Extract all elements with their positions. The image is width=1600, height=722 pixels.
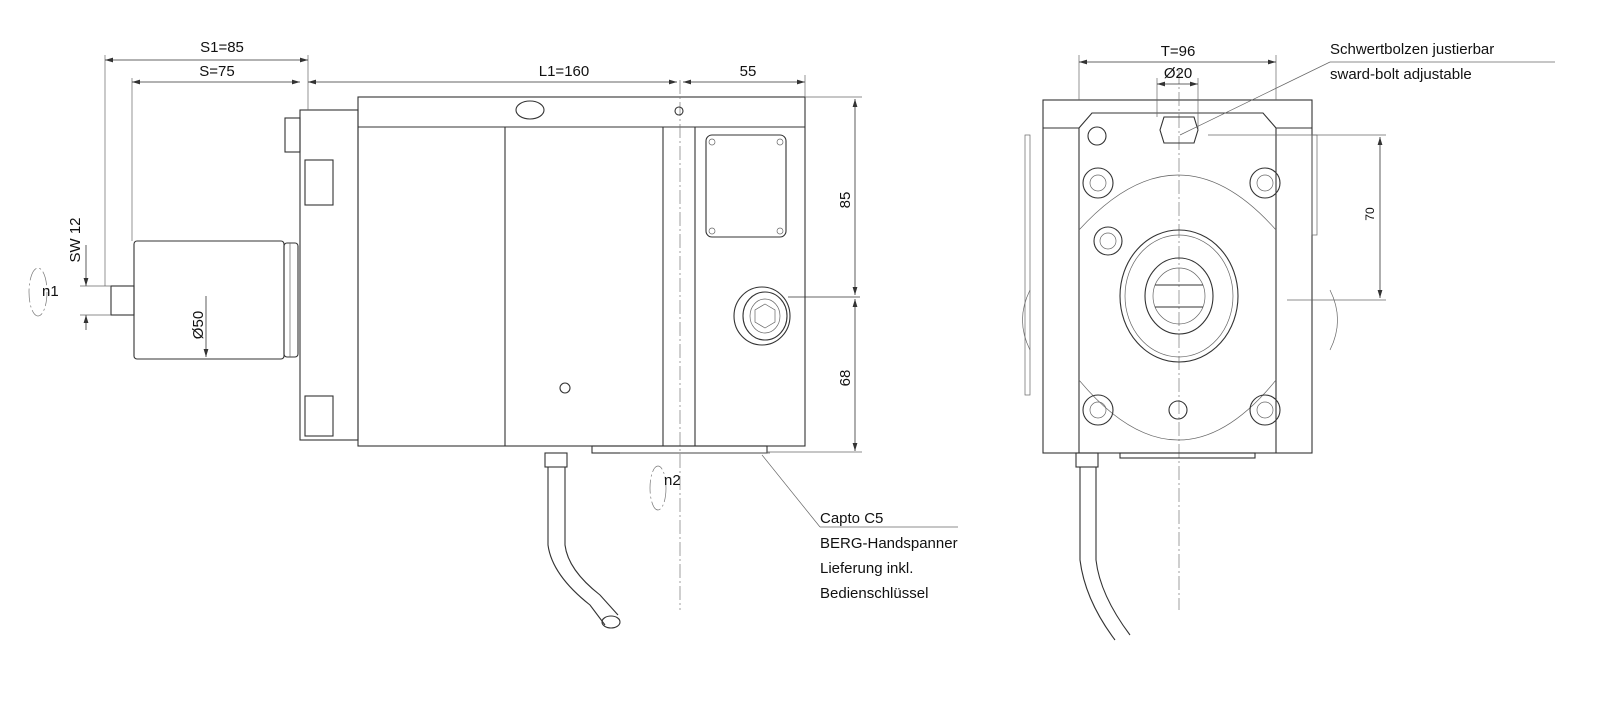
rotation-n2: n2 (664, 472, 681, 489)
dim-sw12: SW 12 (67, 217, 84, 262)
callout-capto-4: Bedienschlüssel (820, 585, 928, 602)
rotation-n1: n1 (42, 283, 59, 300)
dim-55: 55 (740, 63, 757, 80)
capto-interface (1119, 229, 1239, 363)
dim-85: 85 (837, 192, 854, 209)
drive-shaft (110, 285, 135, 316)
dim-s1: S1=85 (200, 39, 244, 56)
dim-l1: L1=160 (539, 63, 589, 80)
callout-bolt-en: sward-bolt adjustable (1330, 66, 1472, 83)
cover-plate (705, 134, 787, 238)
dim-70: 70 (1363, 207, 1377, 221)
drive-cylinder (133, 240, 285, 360)
front-view: T=96 Ø20 70 Schwertbolzen justierbar swa… (1022, 41, 1555, 641)
housing-body (357, 96, 806, 447)
callout-capto-1: Capto C5 (820, 510, 883, 527)
dim-d20: Ø20 (1164, 65, 1192, 82)
side-view: S1=85 S=75 L1=160 55 85 68 SW 12 Ø50 n1 … (28, 39, 958, 629)
callout-capto-3: Lieferung inkl. (820, 560, 913, 577)
adjust-screw (733, 286, 791, 346)
dim-s: S=75 (199, 63, 234, 80)
dim-68: 68 (837, 370, 854, 387)
dim-d50: Ø50 (190, 311, 207, 339)
callout-capto-2: BERG-Handspanner (820, 535, 958, 552)
front-plate (1078, 112, 1277, 453)
callout-bolt-de: Schwertbolzen justierbar (1330, 41, 1494, 58)
dim-t96: T=96 (1161, 43, 1196, 60)
sward-bolt (1159, 116, 1199, 144)
coolant-hose (547, 467, 606, 626)
mounting-bolts (1082, 167, 1281, 426)
